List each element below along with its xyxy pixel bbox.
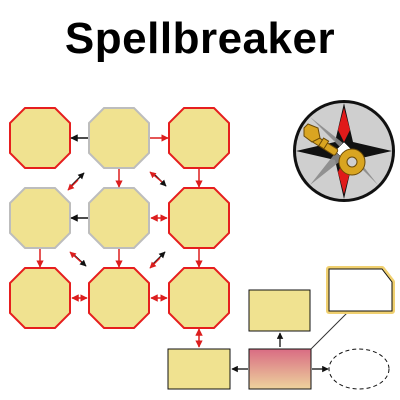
page-title: Spellbreaker — [64, 14, 336, 63]
compass-star-with-gold-key-icon — [293, 100, 395, 202]
diag-arrow-2b-black — [150, 251, 166, 267]
room-r1c3 — [168, 107, 230, 169]
room-r1c1 — [9, 107, 71, 169]
diag-arrow-1a-red — [67, 179, 79, 191]
room-r3c2 — [88, 267, 150, 329]
connector-special-room — [310, 310, 350, 350]
diag-arrow-2b-red — [149, 257, 161, 269]
diag-arrow-1a-black — [70, 172, 85, 187]
room-r2c3 — [168, 187, 230, 249]
room-r2c1 — [9, 187, 71, 249]
diag-arrow-1b-red — [149, 171, 163, 183]
room-upper-right — [248, 289, 311, 332]
unexplored-location — [328, 348, 390, 390]
room-r3c3 — [168, 267, 230, 329]
diag-arrow-2a-red — [69, 251, 82, 263]
room-r3c1 — [9, 267, 71, 329]
special-room — [328, 268, 393, 312]
room-r1c2 — [88, 107, 150, 169]
room-r2c2 — [88, 187, 150, 249]
room-gradient — [248, 348, 312, 390]
room-lower-left — [167, 348, 231, 390]
